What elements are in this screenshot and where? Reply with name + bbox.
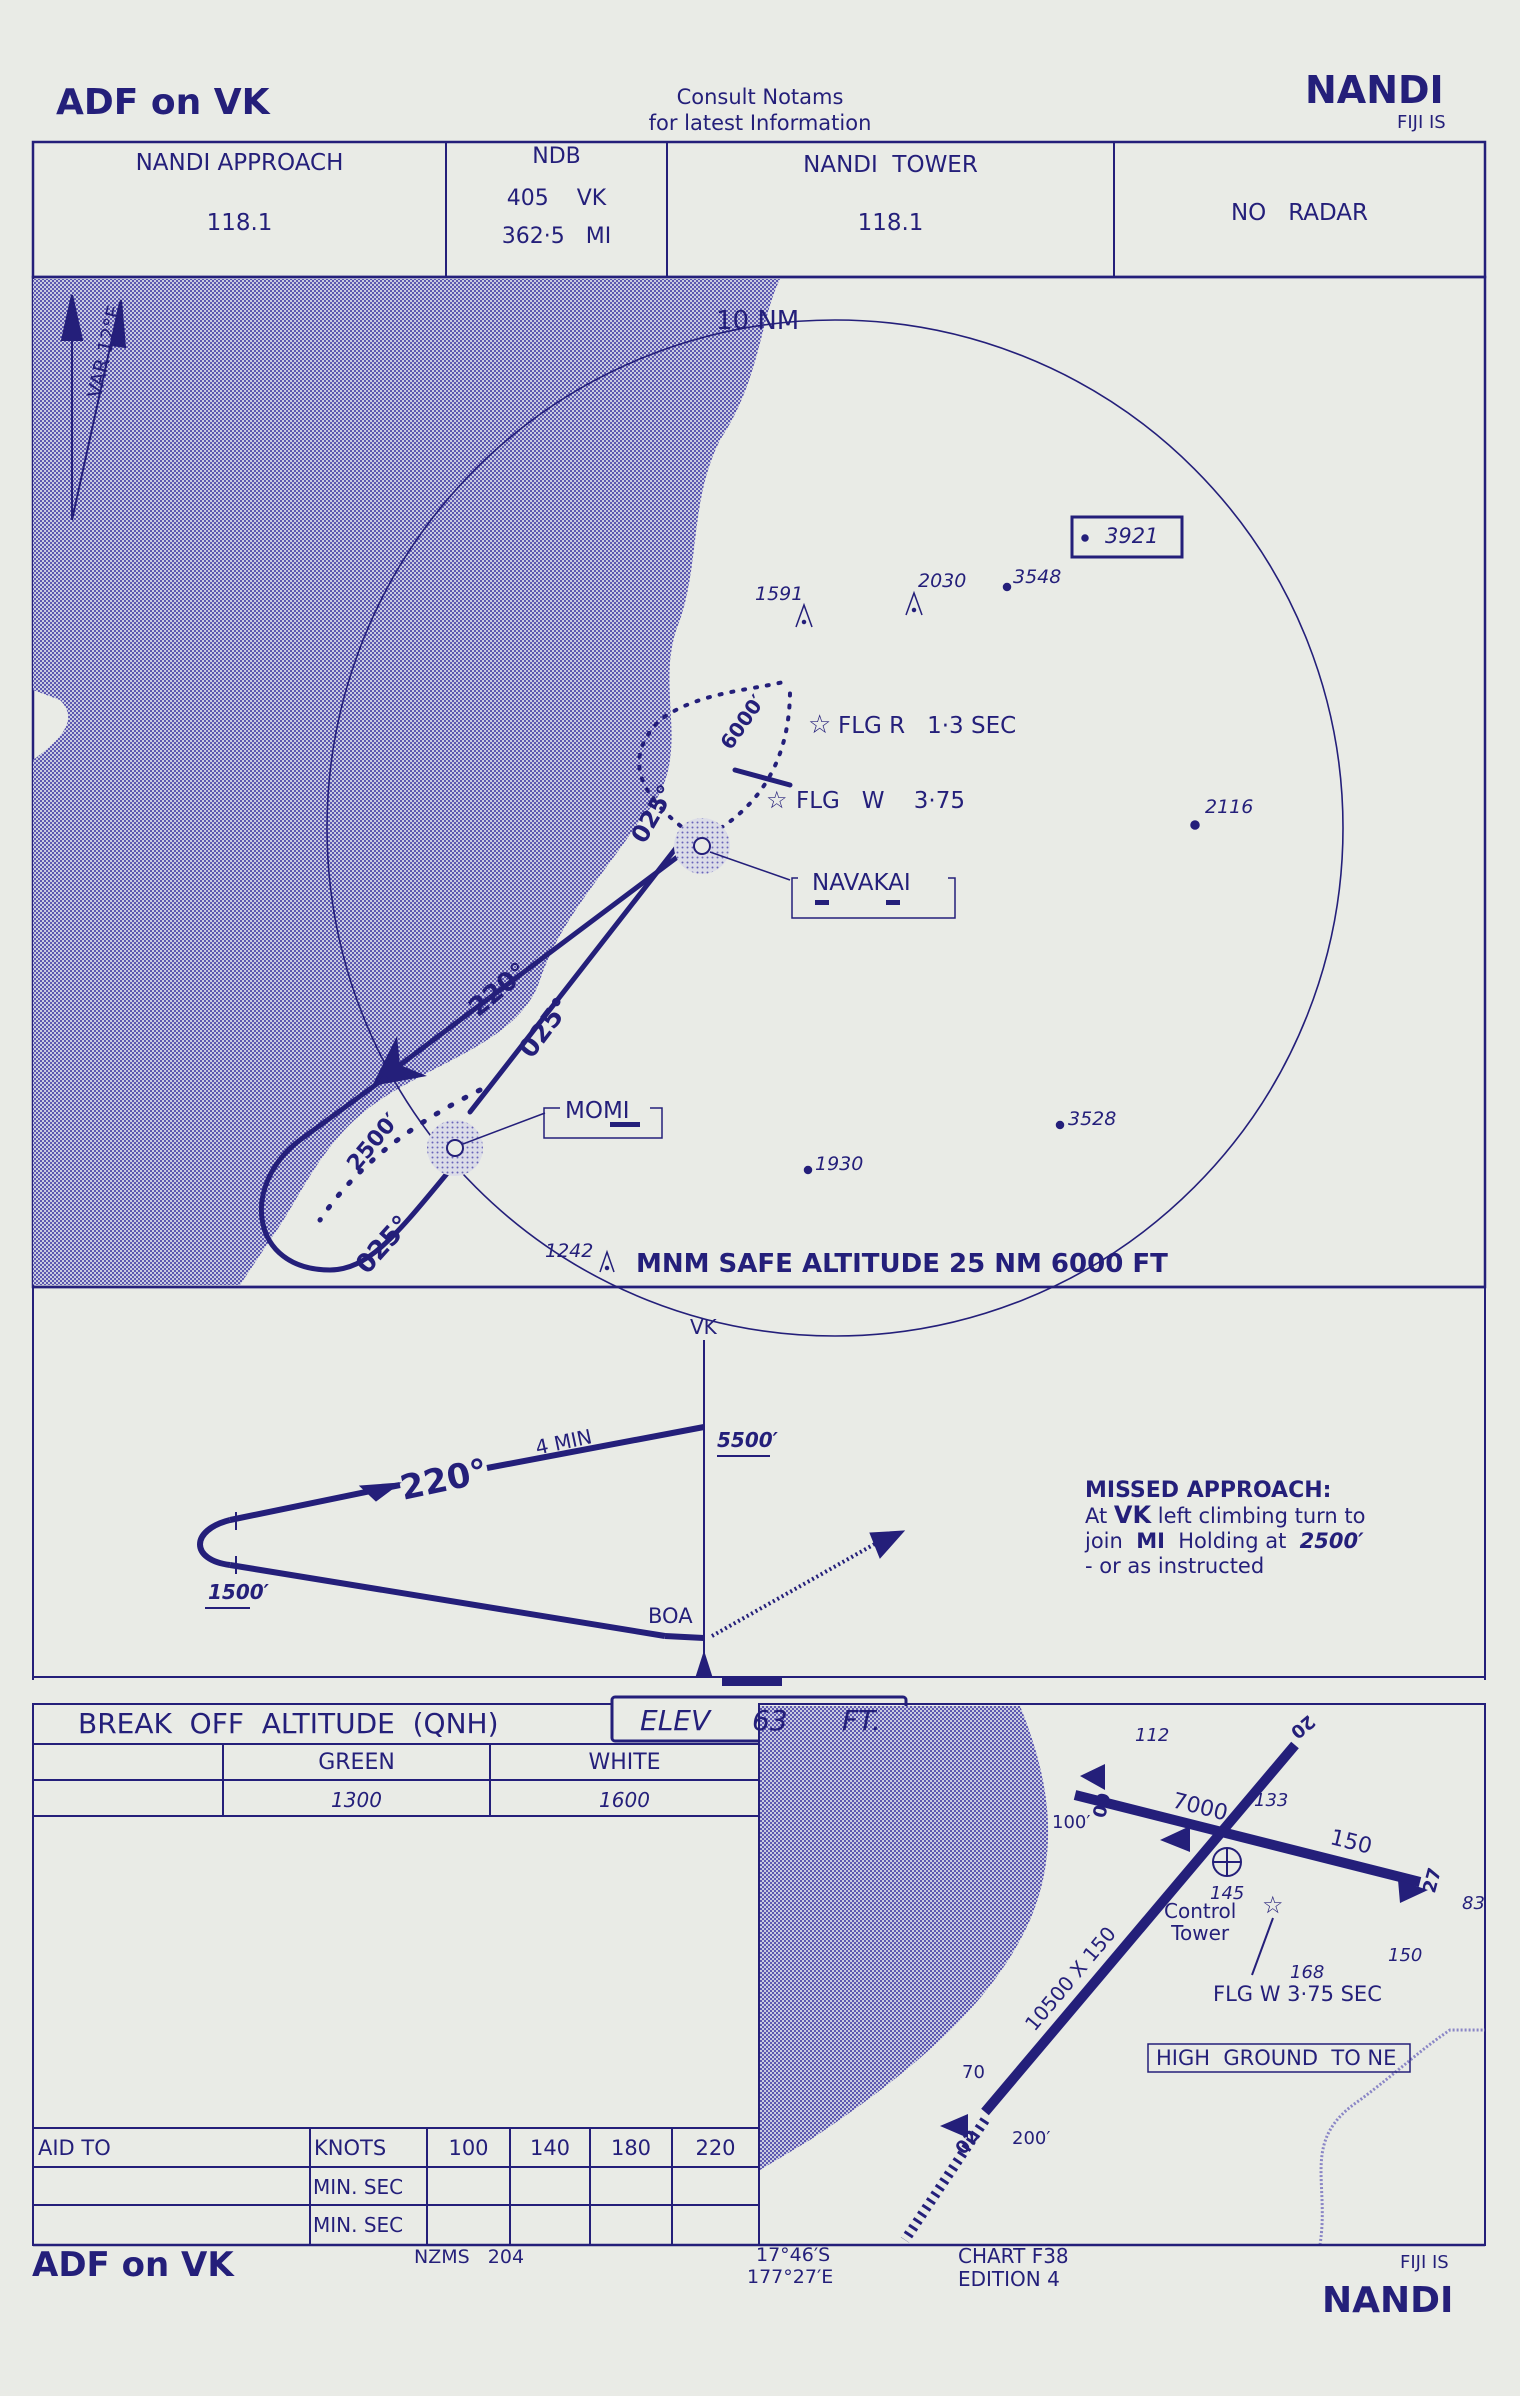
tower-label: NANDI TOWER	[803, 152, 978, 178]
obstacle-100: 100′	[1052, 1812, 1091, 1833]
plan-view-frame	[31, 275, 1487, 1289]
profile-view	[32, 1287, 1486, 1686]
peak-3921-box	[1070, 515, 1184, 559]
footer-series: NZMS 204	[414, 2246, 525, 2268]
notam-line-1: Consult Notams	[676, 85, 844, 109]
elevation-label: ELEV	[640, 1704, 711, 1737]
airport-name: NANDI	[1305, 68, 1444, 112]
footer-airport: NANDI	[1322, 2280, 1454, 2321]
ndb-vk-frequency: 405 VK	[506, 186, 607, 211]
speed-100: 100	[448, 2136, 489, 2160]
knots-label: KNOTS	[314, 2136, 387, 2160]
speed-140: 140	[529, 2136, 571, 2160]
footer-title: ADF on VK	[32, 2245, 234, 2285]
fix-momi-label: MOMI	[565, 1098, 630, 1124]
spot-height-3548: 3548	[1013, 566, 1062, 588]
obstacle-150: 150	[1388, 1945, 1423, 1966]
obstacle-145: 145	[1210, 1883, 1245, 1904]
spot-height-3528: 3528	[1068, 1108, 1117, 1130]
spot-height-1591: 1591	[755, 583, 804, 605]
missed-line1-a: At	[1085, 1504, 1114, 1528]
approach-frequency: 118.1	[206, 210, 273, 236]
radar-status: NO RADAR	[1230, 200, 1369, 226]
ndb-mi-frequency: 362·5 MI	[501, 224, 612, 249]
missed-line2-c: Holding at	[1164, 1529, 1300, 1553]
aerodrome-light: FLG W 3·75 SEC	[1213, 1982, 1382, 2006]
footer-edition: EDITION 4	[958, 2267, 1060, 2291]
light-flashing-white: FLG W 3·75	[796, 788, 965, 814]
minimum-safe-altitude: MNM SAFE ALTITUDE 25 NM 6000 FT	[636, 1249, 1168, 1279]
missed-line3: - or as instructed	[1085, 1554, 1265, 1578]
spot-height-2116: 2116	[1205, 796, 1254, 818]
spot-height-1242: 1242	[545, 1240, 594, 1262]
missed-approach-title: MISSED APPROACH:	[1085, 1478, 1332, 1503]
control-tower-star-icon: ☆	[1262, 1891, 1284, 1919]
spot-height-markers	[599, 534, 1200, 1273]
momi-ndb-symbol	[427, 1112, 546, 1176]
spot-height-3921: 3921	[1105, 524, 1159, 548]
profile-altitude-5500: 5500′	[717, 1428, 778, 1452]
footer-chart-number: CHART F38	[958, 2244, 1069, 2268]
speed-220: 220	[695, 2136, 736, 2160]
profile-facility-vk: VK	[690, 1315, 717, 1339]
timing-row-label-2: MIN. SEC	[313, 2213, 404, 2237]
missed-line1-c: left climbing turn to	[1151, 1504, 1366, 1528]
obstacle-133: 133	[1254, 1790, 1289, 1811]
tower-frequency: 118.1	[857, 210, 924, 236]
approach-label: NANDI APPROACH	[135, 150, 344, 176]
minima-col-green: GREEN	[318, 1750, 395, 1775]
obstacle-168: 168	[1290, 1962, 1325, 1983]
missed-line2-mi: MI	[1136, 1529, 1165, 1553]
missed-line2-a: join	[1085, 1529, 1137, 1553]
light-star-icon-2: ☆	[766, 786, 788, 814]
range-ring-10nm	[326, 319, 1344, 1337]
obstacle-70: 70	[962, 2062, 985, 2083]
obstacle-83: 83	[1462, 1893, 1485, 1914]
spot-height-2030: 2030	[918, 570, 967, 592]
land-mass	[33, 279, 780, 1285]
country-name: FIJI IS	[1397, 112, 1446, 133]
break-off-altitude-title: BREAK OFF ALTITUDE (QNH)	[78, 1707, 499, 1740]
elevation-unit: FT.	[842, 1704, 881, 1737]
profile-altitude-1500: 1500′	[208, 1580, 269, 1604]
momi-label-box	[543, 1107, 663, 1139]
navakai-ndb-symbol	[674, 818, 791, 881]
minima-green-value: 1300	[331, 1788, 382, 1812]
missed-line1-vk: VK	[1113, 1501, 1152, 1529]
control-tower-label-2: Tower	[1171, 1921, 1230, 1945]
fix-navakai-label: NAVAKAI	[812, 870, 911, 896]
footer-country: FIJI IS	[1400, 2252, 1449, 2273]
threshold-height-200: 200′	[1012, 2128, 1051, 2149]
light-flashing-red: FLG R 1·3 SEC	[838, 713, 1017, 739]
missed-approach-text: MISSED APPROACH: At VK left climbing tur…	[1085, 1478, 1365, 1579]
aid-to-label: AID TO	[38, 2136, 111, 2160]
obstacle-112: 112	[1135, 1725, 1170, 1746]
elevation-value: 63	[752, 1704, 788, 1737]
missed-line2-altitude: 2500′	[1299, 1529, 1364, 1553]
aerodrome-diagram: ☆	[758, 1703, 1486, 2246]
control-tower-label: Control Tower	[1164, 1900, 1236, 1944]
variation-arrows	[60, 294, 127, 521]
footer-latitude: 17°46′S	[756, 2244, 831, 2266]
navakai-label-box	[791, 877, 956, 919]
notam-line-2: for latest Information	[648, 111, 872, 135]
footer-longitude: 177°27′E	[747, 2266, 834, 2288]
control-tower-label-1: Control	[1164, 1899, 1237, 1923]
profile-boa-label: BOA	[648, 1604, 693, 1628]
high-ground-warning: HIGH GROUND TO NE	[1156, 2046, 1397, 2070]
chart-title: ADF on VK	[56, 82, 270, 123]
notam-notice: Consult Notams for latest Information	[600, 84, 920, 136]
spot-height-1930: 1930	[815, 1153, 864, 1175]
ndb-label: NDB	[532, 144, 581, 169]
speed-180: 180	[610, 2136, 652, 2160]
timing-row-label-1: MIN. SEC	[313, 2175, 404, 2199]
range-ring-label: 10 NM	[716, 306, 800, 336]
minima-col-white: WHITE	[588, 1750, 661, 1775]
light-star-icon-1: ☆	[808, 710, 831, 740]
minima-white-value: 1600	[599, 1788, 650, 1812]
